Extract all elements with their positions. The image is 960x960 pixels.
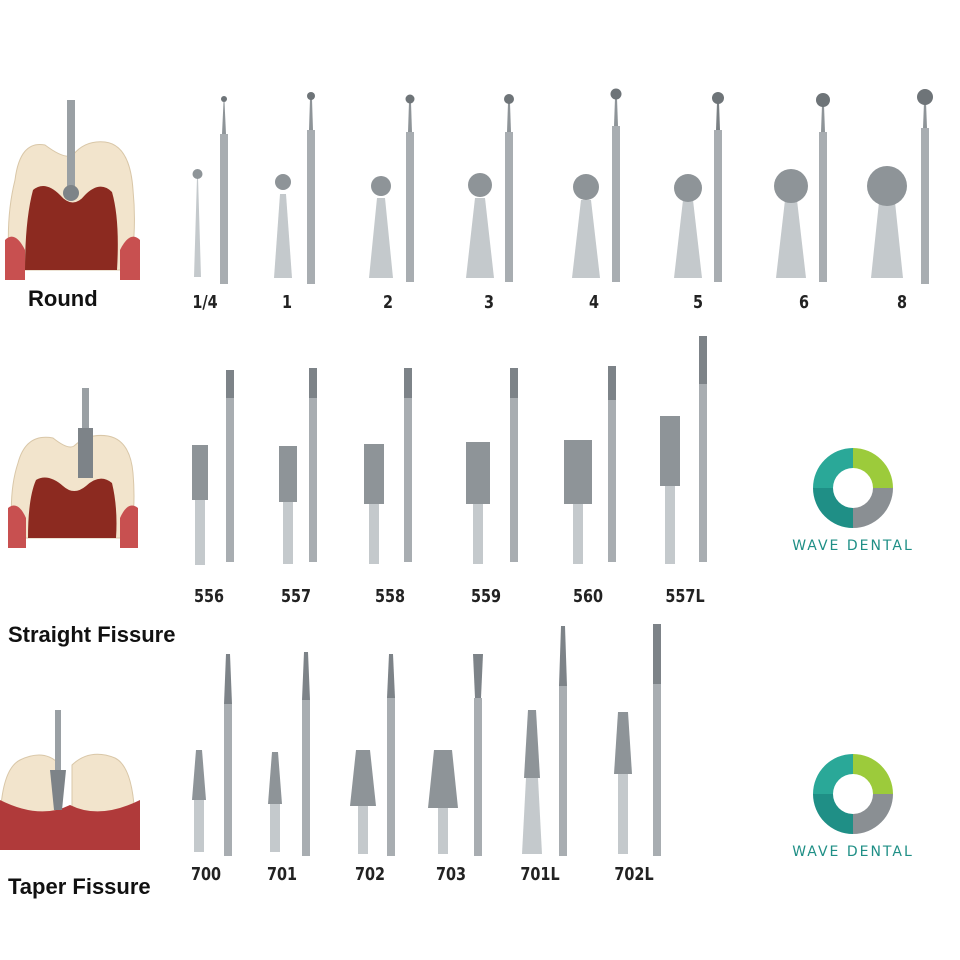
bur-label: 702	[354, 864, 386, 885]
bur-head-icon	[614, 712, 632, 854]
bur-head-icon	[867, 166, 907, 278]
bur-shank-icon	[404, 368, 412, 562]
bur-label: 4	[588, 292, 600, 313]
wave-logo-icon	[813, 448, 893, 528]
bur-label: 557	[280, 586, 312, 607]
bur-label: 6	[798, 292, 810, 313]
bur-head-icon	[428, 750, 458, 854]
bur-label: 703	[435, 864, 467, 885]
bur-shank-icon	[653, 624, 661, 856]
bur-shank-icon	[608, 366, 616, 562]
bur-label: 1/4	[192, 292, 218, 313]
bur-head-icon	[369, 176, 393, 278]
bur-head-icon	[364, 444, 384, 564]
bur-label: 701	[266, 864, 298, 885]
brand-logo: WAVE DENTAL	[778, 442, 928, 554]
bur-label: 558	[374, 586, 406, 607]
bur-shank-icon	[309, 368, 317, 562]
section-label-straight-fissure: Straight Fissure	[8, 622, 176, 647]
bur-label: 560	[572, 586, 604, 607]
bur-head-icon	[466, 173, 494, 278]
bur-shank-icon	[405, 94, 415, 282]
section-taper-fissure: Taper Fissure 700 701 702 703 701L	[0, 624, 960, 960]
bur-head-icon	[268, 752, 282, 852]
bur-head-icon	[274, 174, 292, 278]
bur-head-icon	[192, 750, 206, 852]
bur-head-icon	[466, 442, 490, 564]
tooth-taper-illustration	[0, 710, 140, 850]
tooth-round-illustration	[5, 100, 140, 280]
wave-logo-icon	[813, 754, 893, 834]
tooth-straight-illustration	[8, 388, 138, 548]
section-straight-fissure: Straight Fissure 556 557 558 559 560	[0, 330, 960, 650]
bur-shank-icon	[610, 88, 622, 282]
section-round: Round 1/4 1 2 3 4 5	[0, 0, 960, 330]
bur-label: 556	[193, 586, 225, 607]
brand-logo: WAVE DENTAL	[778, 748, 928, 860]
bur-label: 8	[896, 292, 908, 313]
section-label-round: Round	[28, 286, 98, 311]
bur-shank-icon	[510, 368, 518, 562]
section-label-taper-fissure: Taper Fissure	[8, 874, 151, 899]
bur-shank-icon	[699, 336, 707, 562]
bur-shank-icon	[559, 626, 567, 856]
bur-shank-icon	[504, 94, 514, 282]
bur-shank-icon	[226, 370, 234, 562]
bur-shank-icon	[816, 93, 830, 282]
brand-logo-text: WAVE DENTAL	[792, 844, 914, 860]
bur-head-icon	[279, 446, 297, 564]
bur-label: 2	[382, 292, 394, 313]
bur-shank-icon	[387, 654, 395, 856]
bur-label: 3	[483, 292, 495, 313]
bur-head-icon	[522, 710, 542, 854]
bur-shank-icon	[473, 654, 483, 856]
bur-head-icon	[350, 750, 376, 854]
bur-label: 701L	[520, 864, 560, 885]
bur-label: 700	[190, 864, 222, 885]
bur-shank-icon	[220, 96, 228, 284]
bur-label: 702L	[614, 864, 654, 885]
bur-head-icon	[564, 440, 592, 564]
bur-shank-icon	[224, 654, 232, 856]
brand-logo-text: WAVE DENTAL	[792, 538, 914, 554]
bur-shank-icon	[302, 652, 310, 856]
bur-label: 1	[281, 292, 293, 313]
bur-head-icon	[572, 174, 600, 278]
bur-head-icon	[192, 445, 208, 565]
bur-shank-icon	[917, 89, 933, 284]
bur-shank-icon	[712, 92, 724, 282]
bur-head-icon	[660, 416, 680, 564]
bur-label: 5	[692, 292, 704, 313]
bur-head-icon	[192, 169, 203, 277]
bur-label: 557L	[665, 586, 705, 607]
bur-shank-icon	[307, 92, 315, 284]
bur-label: 559	[470, 586, 502, 607]
bur-head-icon	[674, 174, 702, 278]
bur-head-icon	[774, 169, 808, 278]
